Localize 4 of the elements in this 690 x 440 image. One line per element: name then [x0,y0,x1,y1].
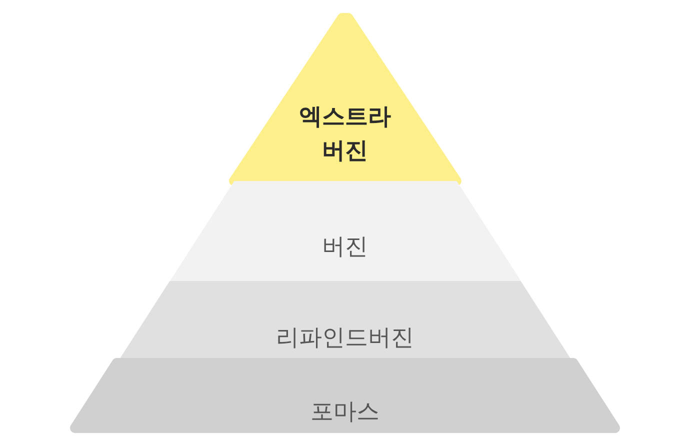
tier-label: 버진 [321,233,369,262]
tier-label: 엑스트라 버진 [298,103,392,166]
tier-label: 포마스 [310,398,380,427]
tier-label: 리파인드버진 [274,324,415,353]
